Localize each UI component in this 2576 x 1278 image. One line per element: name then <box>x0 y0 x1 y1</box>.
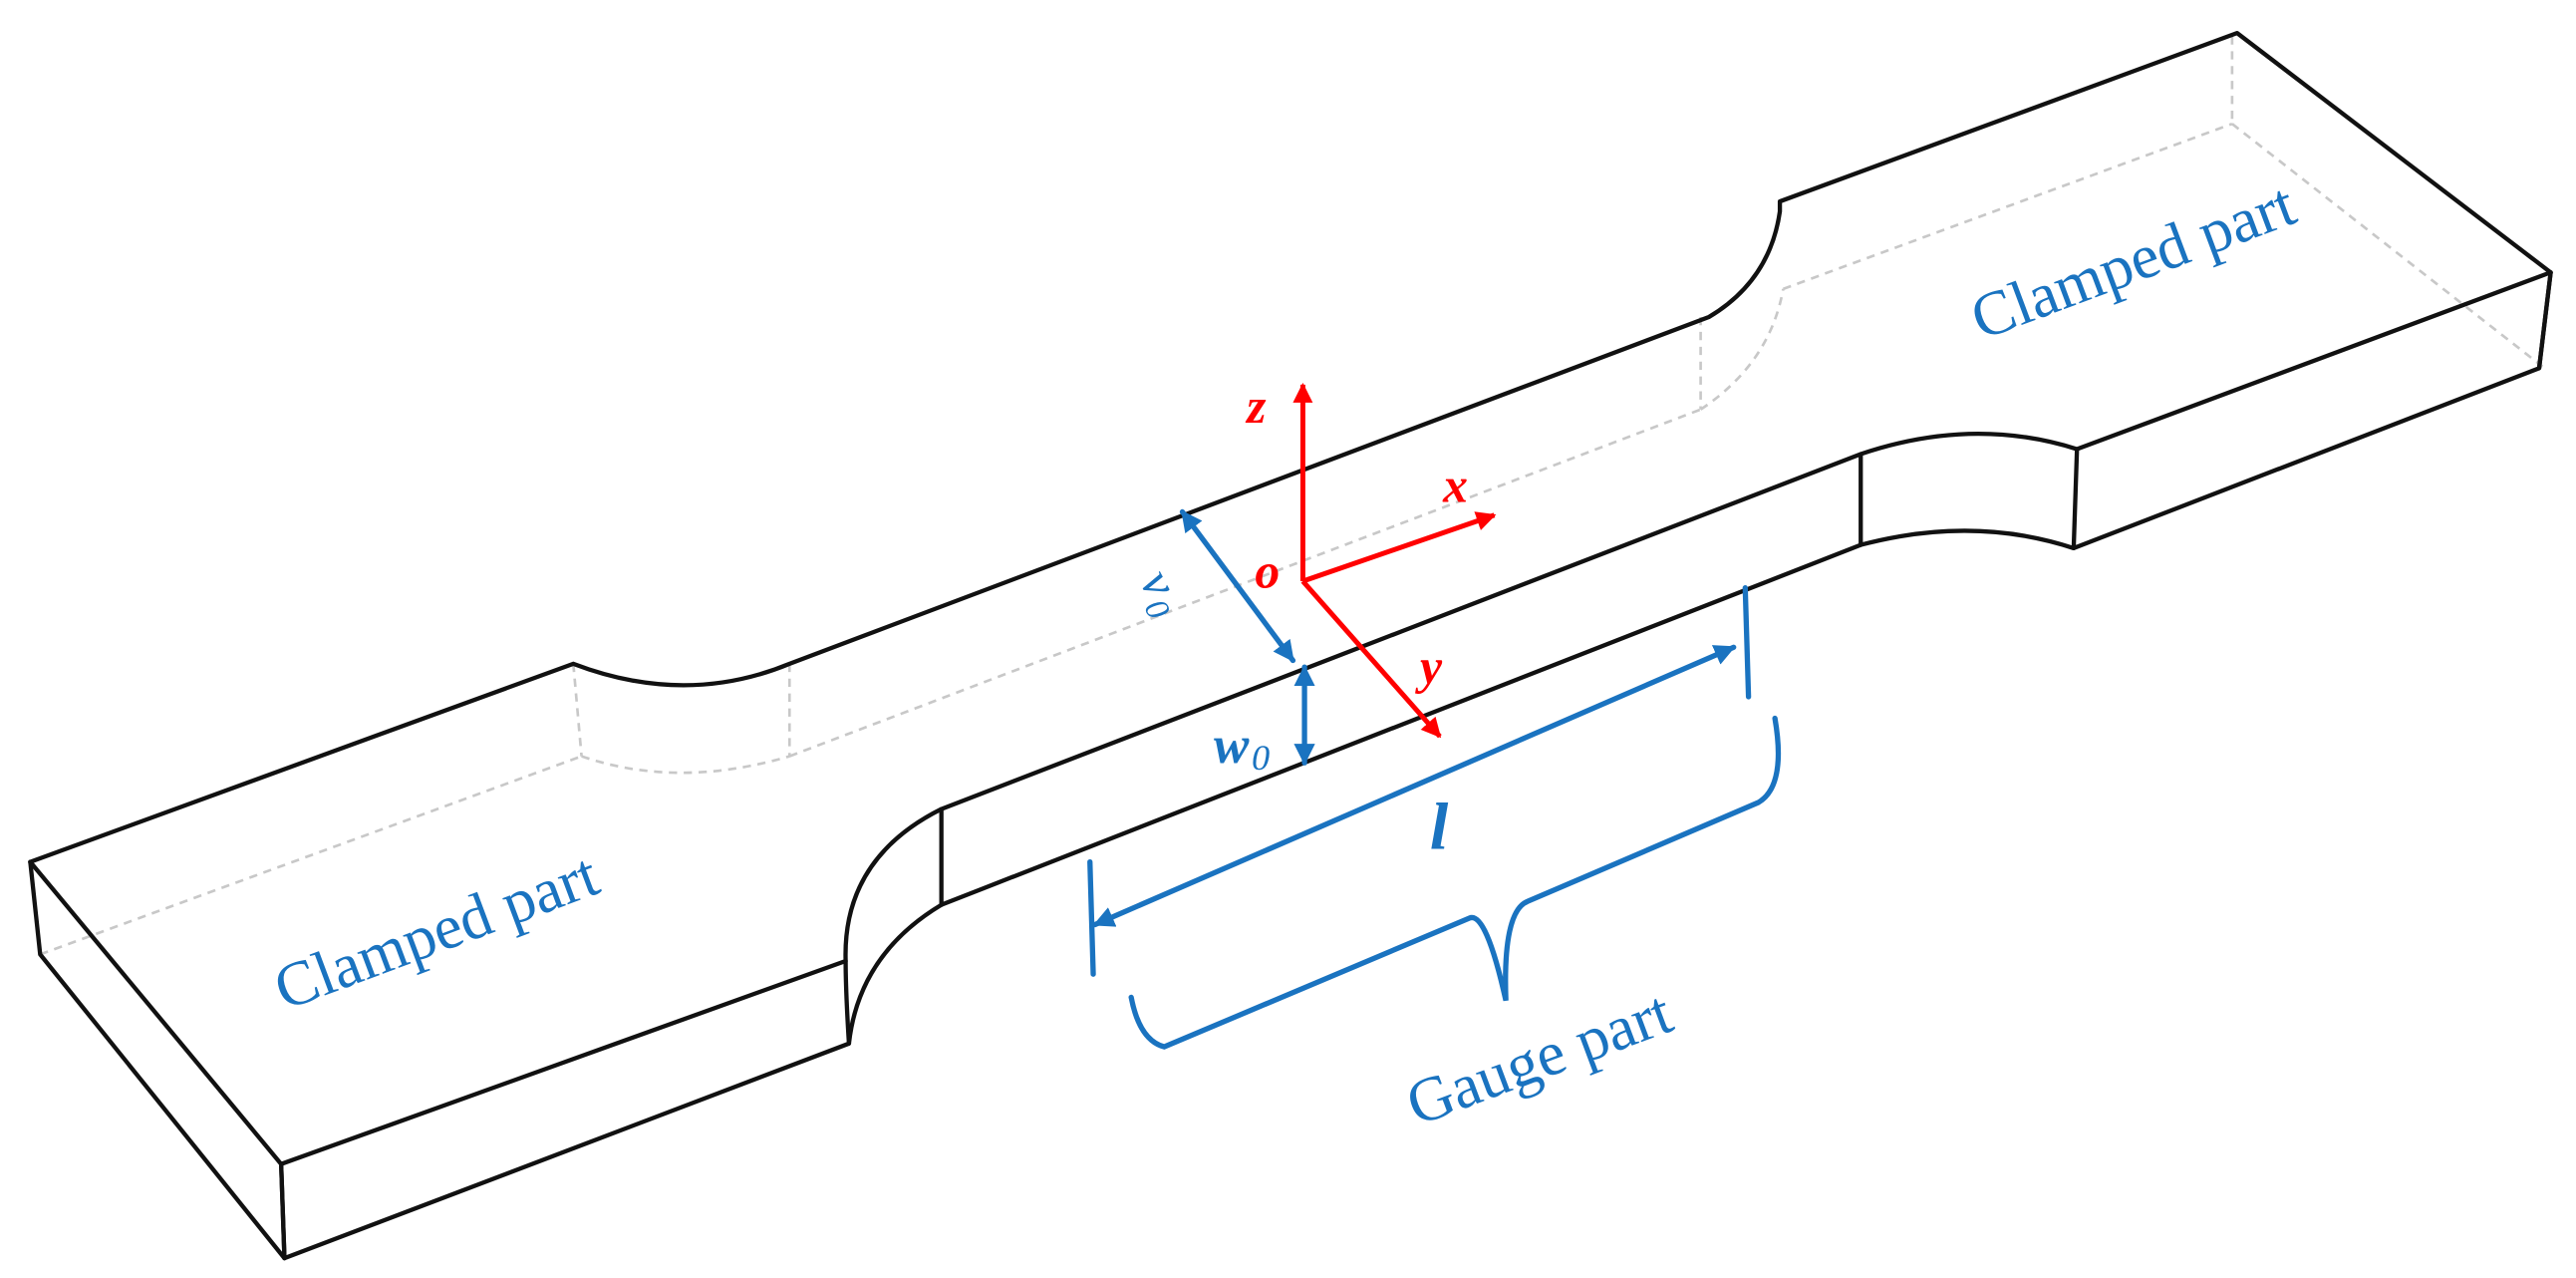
width-dimension-arrow <box>1179 508 1296 664</box>
bottom-front-edge <box>278 958 852 1261</box>
length-dimension-arrow <box>1092 644 1737 928</box>
left-clamp-front-corner <box>278 1161 287 1261</box>
right-end-corner-edge <box>2536 270 2553 371</box>
hidden-right-end-bottom-edge <box>2231 123 2544 368</box>
hidden-edges <box>39 36 2544 956</box>
gauge-part-brace <box>1128 715 1782 1050</box>
coordinate-axes <box>1292 382 1497 739</box>
hidden-right-back-fillet <box>1699 288 1785 411</box>
hidden-left-back-fillet <box>581 755 790 775</box>
clamped-part-right-label: Clamped part <box>1962 168 2305 353</box>
hidden-gauge-bottom-back-edge <box>788 408 1702 758</box>
hidden-left-back-vertical <box>571 663 583 757</box>
gauge-bottom-front-edge <box>846 270 2553 1046</box>
dimension-lines <box>1087 508 1782 1050</box>
gauge-part-label: Gauge part <box>1397 977 1681 1139</box>
x-axis-arrow <box>1301 511 1497 584</box>
specimen-outline <box>28 30 2553 1261</box>
top-front-edge <box>28 270 2553 1166</box>
x-axis-label: x <box>1442 459 1468 513</box>
top-back-edge <box>28 30 2553 864</box>
hidden-right-bottom-back-edge <box>1782 122 2233 291</box>
length-right-extension <box>1742 585 1752 700</box>
thickness-label: w 0 <box>1214 717 1270 778</box>
hidden-left-bottom-back-edge <box>39 755 583 956</box>
z-axis-label: z <box>1245 379 1267 434</box>
length-left-extension <box>1087 858 1096 977</box>
origin-label: o <box>1255 544 1280 599</box>
thickness-subscript: 0 <box>1252 738 1270 778</box>
right-clamp-front-corner <box>2071 447 2080 551</box>
clamped-part-left-label: Clamped part <box>265 839 608 1024</box>
length-label: l <box>1430 791 1449 863</box>
y-axis-label: y <box>1415 640 1443 695</box>
thickness-symbol: w <box>1214 717 1250 775</box>
left-end-corner-edge <box>28 859 287 1261</box>
width-label: v 0 <box>1130 560 1189 625</box>
